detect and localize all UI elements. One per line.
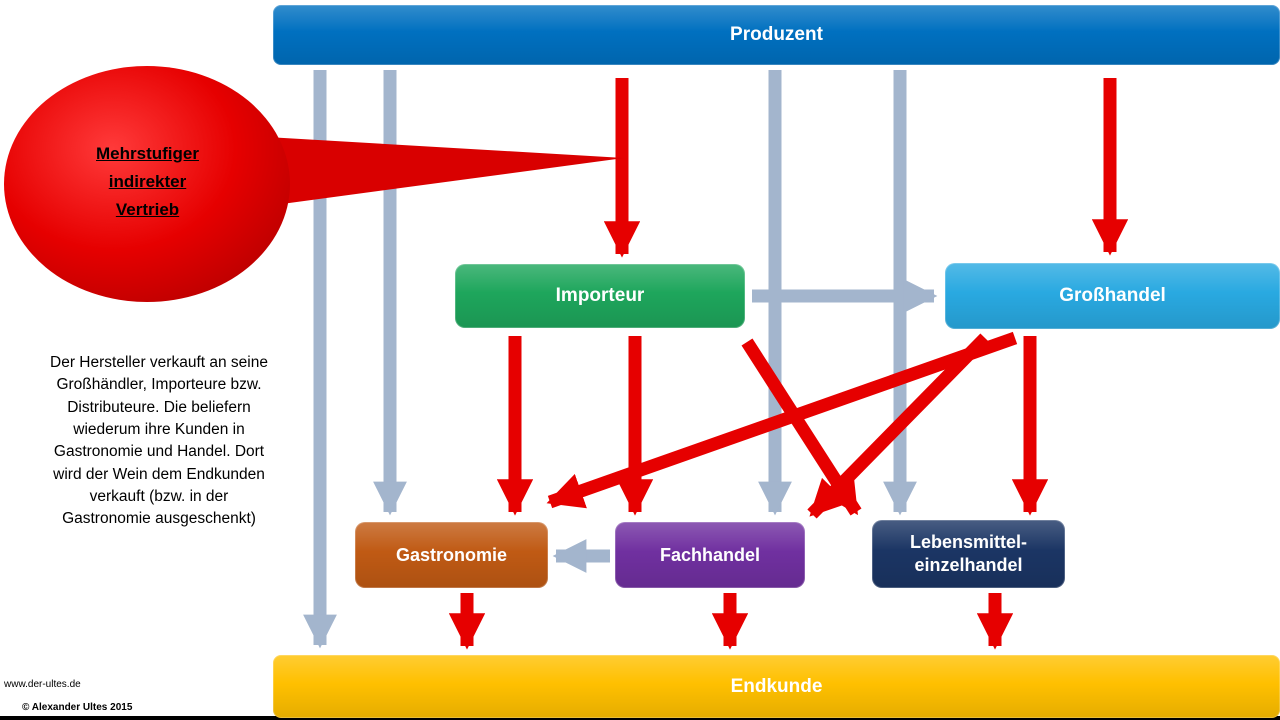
node-endkunde: Endkunde	[273, 655, 1280, 718]
callout-tail	[250, 136, 624, 208]
bottom-rule	[0, 716, 1280, 720]
node-importeur: Importeur	[455, 264, 745, 328]
node-lebensmitteleinzelhandel: Lebensmittel- einzelhandel	[872, 520, 1065, 588]
description-text: Der Hersteller verkauft an seine Großhän…	[50, 354, 268, 528]
node-produzent: Produzent	[273, 5, 1280, 65]
callout-ellipse	[4, 66, 290, 302]
arrow-grosshandel-gastronomie	[546, 331, 1018, 509]
node-fachhandel: Fachhandel	[615, 522, 805, 588]
red-arrows	[448, 78, 1129, 650]
website-label: www.der-ultes.de	[4, 679, 81, 690]
gray-arrows	[303, 70, 938, 649]
node-grosshandel: Großhandel	[945, 263, 1280, 329]
callout-shape	[4, 66, 624, 302]
callout-title: Mehrstufiger indirekter Vertrieb	[96, 144, 199, 220]
arrow-grosshandel-fachhandel	[807, 333, 990, 519]
node-gastronomie: Gastronomie	[355, 522, 548, 588]
copyright-label: © Alexander Ultes 2015	[22, 702, 133, 713]
